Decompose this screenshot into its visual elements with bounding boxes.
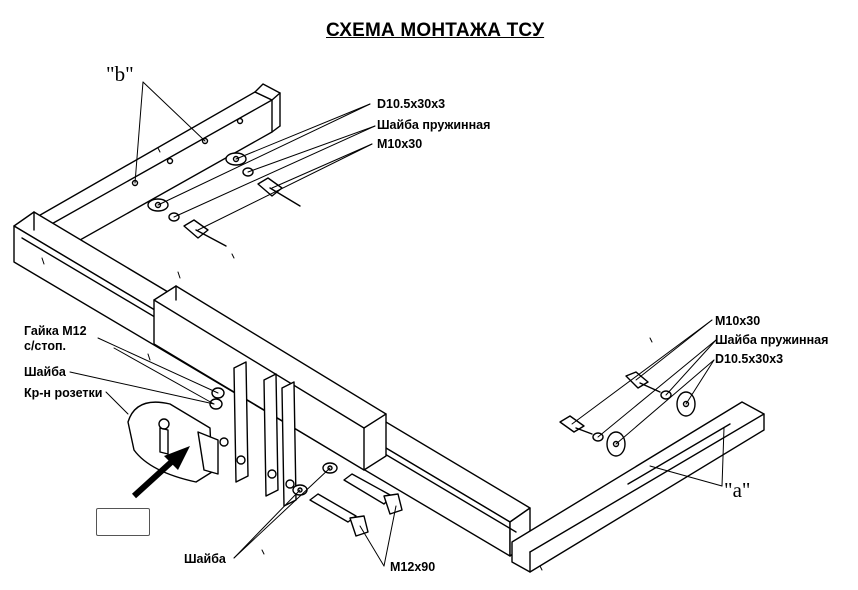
label-washer-flat-right: D10.5x30x3 — [715, 352, 784, 366]
fasteners-right — [559, 371, 696, 457]
label-bolt-m10-right: M10x30 — [715, 314, 761, 328]
arrow-to-socket — [131, 446, 190, 499]
marker-a: "a" — [724, 478, 751, 502]
label-socket-bracket: Кр-н розетки — [24, 386, 103, 400]
fasteners-upper — [147, 152, 301, 247]
label-spring-washer-right: Шайба пружинная — [715, 333, 829, 347]
dash-marks — [41, 147, 653, 571]
label-nut-m12-lock: с/стоп. — [24, 339, 66, 353]
label-washer-left: Шайба — [24, 365, 66, 379]
page-title: СХЕМА МОНТАЖА ТСУ — [326, 20, 545, 41]
label-spring-washer-upper: Шайба пружинная — [377, 118, 491, 132]
label-washer-flat-upper: D10.5x30x3 — [377, 97, 446, 111]
label-nut-m12: Гайка М12 — [24, 324, 87, 338]
leader-lines — [69, 81, 725, 567]
blank-label-box — [96, 508, 150, 536]
label-bolt-m10-upper: M10x30 — [377, 137, 423, 151]
right-frame-bracket — [511, 401, 765, 573]
socket-plate — [127, 401, 229, 483]
marker-b: "b" — [106, 62, 134, 86]
label-bolt-m12: M12x90 — [390, 560, 436, 574]
label-washer-bottom: Шайба — [184, 552, 226, 566]
tow-hook-bracket — [233, 361, 297, 507]
left-frame-bracket — [27, 83, 281, 259]
